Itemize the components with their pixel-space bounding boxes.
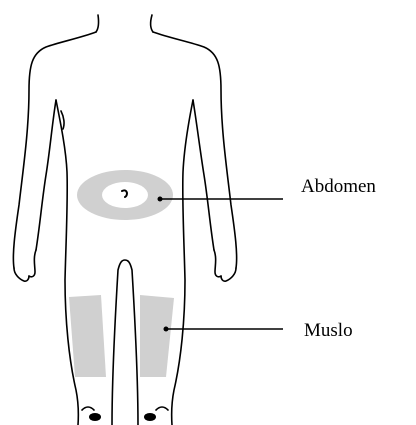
right-knee-mark: [144, 413, 156, 421]
navel-area: [102, 182, 148, 208]
thigh-label: Muslo: [304, 321, 353, 340]
left-thigh-zone: [69, 295, 106, 377]
right-thigh-zone: [140, 295, 174, 377]
abdomen-label: Abdomen: [301, 177, 376, 196]
thigh-leader-dot: [164, 327, 169, 332]
abdomen-leader-dot: [158, 197, 163, 202]
left-knee-mark: [89, 413, 101, 421]
